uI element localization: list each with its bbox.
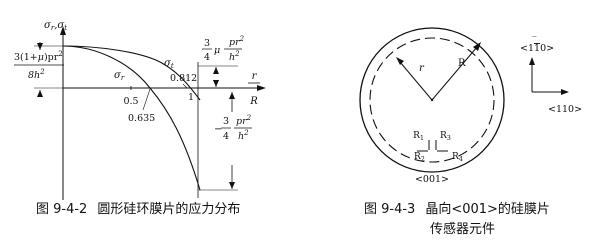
figure-left-caption-number: 图 9-4-2	[36, 202, 88, 217]
radius-r-arrow	[396, 57, 404, 65]
svg-text:pr2: pr2	[229, 35, 245, 48]
figure-right-caption-line2: 传感器元件	[430, 222, 496, 237]
y-axis-arrow	[60, 26, 66, 35]
dir-1-1bar-0-label: <110>	[520, 43, 554, 54]
y-axis-label: σr,σt	[44, 20, 67, 32]
svg-text:h2: h2	[229, 50, 240, 63]
end-value-sigma-r: − 3 4 pr2 h2	[198, 92, 252, 191]
y-max-formula: 3(1+μ)pr2 8h2	[14, 42, 64, 97]
resistor-r4: R4	[452, 152, 463, 163]
svg-text:h2: h2	[238, 129, 249, 142]
crystal-direction-axes: <110> ‾ <110>	[520, 36, 582, 115]
svg-text:3(1+μ)pr2: 3(1+μ)pr2	[14, 50, 63, 63]
svg-text:3: 3	[223, 116, 229, 127]
diaphragm-sensor-diagram: r R R1 R3 R2 R4 <001>	[359, 27, 582, 185]
figure-right-caption: 图 9-4-3 晶向<001>的硅膜片	[364, 198, 550, 217]
point-0-635-leader	[142, 88, 151, 111]
figure-right-caption-line2-wrap: 传感器元件	[430, 218, 495, 237]
x-axis-label-R: R	[249, 96, 258, 107]
sigma-r-curve	[62, 45, 201, 191]
dir-vertical-arrow	[529, 57, 535, 65]
radius-R-arrow	[473, 42, 481, 51]
radius-r-label: r	[419, 63, 425, 74]
resistor-group: R1 R3 R2 R4	[413, 131, 463, 163]
dir-horizontal-arrow	[561, 89, 569, 95]
figure-left-caption-text: 圆形硅环膜片的应力分布	[97, 202, 241, 217]
point-0-812-leader	[182, 83, 188, 89]
sigma-t-label: σt	[164, 58, 174, 70]
figure-left-caption: 图 9-4-2 圆形硅环膜片的应力分布	[36, 198, 240, 217]
svg-text:4: 4	[204, 52, 210, 63]
sigma-r-label: σr	[114, 70, 125, 82]
sigma-t-curve	[62, 45, 201, 101]
resistor-r2: R2	[414, 152, 425, 163]
resistor-r3: R3	[440, 131, 451, 142]
inner-dashed-circle	[369, 37, 495, 163]
tick-0-5-label: 0.5	[123, 96, 138, 107]
point-0-812-label: 0.812	[170, 73, 197, 84]
center-dot	[430, 98, 434, 102]
resistor-r1: R1	[413, 131, 424, 142]
figure-right-caption-number: 图 9-4-3	[364, 202, 416, 217]
svg-text:8h2: 8h2	[28, 68, 45, 81]
svg-text:pr2: pr2	[236, 114, 252, 127]
svg-text:μ: μ	[214, 45, 220, 56]
svg-text:4: 4	[223, 131, 229, 142]
point-0-635-label: 0.635	[128, 113, 155, 124]
stress-distribution-plot: σr,σt r R 3(1+μ)pr2 8h2 σt	[14, 20, 266, 200]
figure-right-caption-line1: 晶向<001>的硅膜片	[425, 202, 550, 217]
svg-text:3: 3	[204, 38, 210, 49]
tick-1-label: 1	[188, 92, 194, 103]
outer-circle	[359, 27, 505, 173]
x-axis-label-r: r	[252, 71, 258, 82]
orientation-001-label: <001>	[415, 174, 449, 185]
dir-110-label: <110>	[548, 104, 582, 115]
end-value-sigma-t: 3 4 μ pr2 h2	[198, 35, 245, 89]
radius-r-line	[399, 61, 433, 101]
svg-text:−: −	[214, 124, 222, 135]
dir-1-1bar-0-overline: ‾	[532, 36, 537, 46]
radius-R-line	[431, 46, 478, 101]
x-axis-arrow	[257, 85, 266, 91]
radius-R-label: R	[458, 58, 466, 69]
